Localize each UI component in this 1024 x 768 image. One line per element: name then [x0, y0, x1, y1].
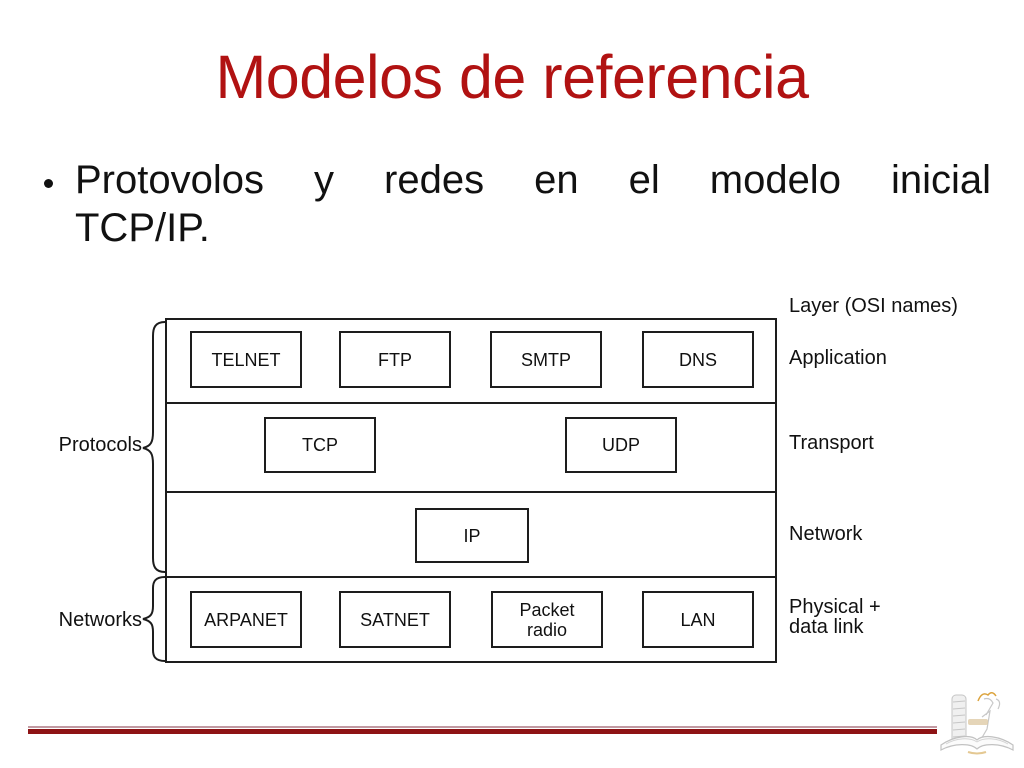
protocol-box-udp: UDP	[565, 417, 677, 473]
protocol-box-smtp: SMTP	[490, 331, 602, 388]
layer-divider-application-transport	[167, 402, 775, 404]
protocols-group-label: Protocols	[58, 434, 142, 456]
networks-brace-icon	[142, 576, 166, 662]
page-title: Modelos de referencia	[215, 43, 809, 111]
bullet-text-line-1: Protovolos y redes en el modelo inicial	[75, 158, 991, 202]
footer-rule-dark	[28, 729, 937, 734]
institution-logo	[940, 692, 1014, 755]
protocol-box-tcp: TCP	[264, 417, 376, 473]
networks-group-label: Networks	[58, 609, 142, 631]
protocol-box-telnet: TELNET	[190, 331, 302, 388]
figure-icon	[968, 692, 1001, 742]
network-box-packet-radio: Packet radio	[491, 591, 603, 648]
protocol-box-ip: IP	[415, 508, 529, 563]
layer-label-transport: Transport	[789, 432, 874, 454]
protocol-box-ftp: FTP	[339, 331, 451, 388]
column-header-layer-osi-names: Layer (OSI names)	[789, 295, 958, 317]
footer-rule-light	[28, 726, 937, 728]
bullet-dot	[44, 179, 53, 188]
gear-column-icon	[951, 694, 967, 744]
layer-divider-network-physical	[167, 576, 775, 578]
open-book-icon	[940, 735, 1014, 755]
layer-divider-transport-network	[167, 491, 775, 493]
network-box-lan: LAN	[642, 591, 754, 648]
network-box-satnet: SATNET	[339, 591, 451, 648]
protocols-brace-icon	[142, 321, 166, 573]
protocol-box-dns: DNS	[642, 331, 754, 388]
layer-label-network: Network	[789, 523, 863, 545]
layer-label-physical-data-link: Physical + data link	[789, 596, 881, 638]
bullet-text-line-2: TCP/IP.	[75, 206, 210, 250]
network-box-arpanet: ARPANET	[190, 591, 302, 648]
layer-label-application: Application	[789, 347, 887, 369]
